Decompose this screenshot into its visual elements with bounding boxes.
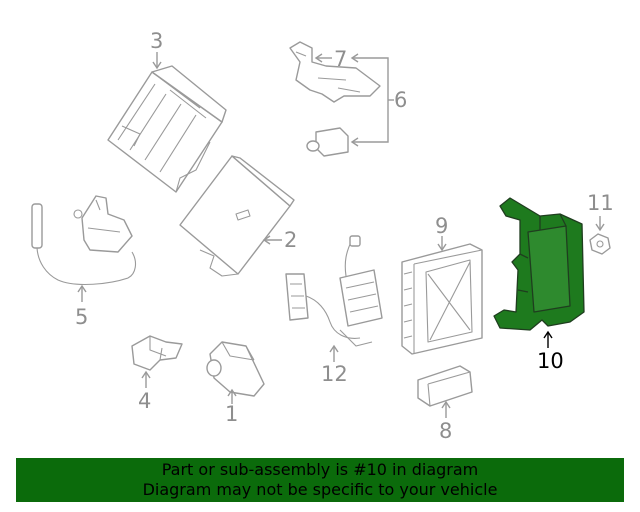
leader-11-arrow	[595, 223, 605, 232]
part-3-module-bracket[interactable]	[107, 65, 227, 193]
part-6-sensor[interactable]	[306, 127, 349, 157]
callout-9[interactable]: 9	[435, 214, 448, 238]
leader-2-arrow	[262, 235, 271, 245]
callout-8[interactable]: 8	[439, 419, 452, 443]
leader-8-arrow	[441, 400, 451, 409]
leader-1-arrow	[227, 388, 237, 397]
leader-5-arrow	[77, 284, 87, 293]
callout-3[interactable]: 3	[150, 29, 163, 53]
part-1-sensor[interactable]	[206, 341, 265, 397]
part-2-control-module[interactable]	[179, 155, 295, 277]
callout-6[interactable]: 6	[394, 88, 407, 112]
callout-4[interactable]: 4	[138, 389, 151, 413]
part-5-antenna-cable[interactable]	[31, 195, 137, 285]
leader-6-arrow-a	[350, 53, 359, 63]
leader-10-arrow	[543, 330, 553, 339]
callout-5[interactable]: 5	[75, 305, 88, 329]
part-7-bracket[interactable]	[289, 41, 381, 103]
banner-line-2: Diagram may not be specific to your vehi…	[142, 480, 498, 499]
leader-12-arrow	[329, 344, 339, 353]
part-10-module-housing[interactable]	[493, 197, 585, 331]
callout-2[interactable]: 2	[284, 228, 297, 252]
parts-diagram: 3 2 7 6 5	[31, 29, 614, 443]
callout-1[interactable]: 1	[225, 402, 238, 426]
leader-9-arrow	[437, 243, 447, 252]
part-8-small-module[interactable]	[417, 365, 473, 407]
leader-6-arrow-b	[350, 137, 359, 147]
part-12-wiring-connectors[interactable]	[285, 235, 383, 347]
leader-4-arrow	[141, 370, 151, 379]
leader-7-arrow	[314, 53, 323, 63]
part-9-relay-module[interactable]	[401, 243, 483, 355]
callout-12[interactable]: 12	[321, 362, 348, 386]
part-4-connector[interactable]	[131, 335, 183, 371]
callout-7[interactable]: 7	[334, 47, 347, 71]
leader-3-arrow	[152, 61, 162, 70]
banner-line-1: Part or sub-assembly is #10 in diagram	[161, 460, 479, 479]
info-banner: Part or sub-assembly is #10 in diagram D…	[16, 458, 624, 502]
callout-10[interactable]: 10	[537, 349, 564, 373]
part-11-nut[interactable]	[589, 233, 611, 255]
callout-11[interactable]: 11	[587, 191, 614, 215]
